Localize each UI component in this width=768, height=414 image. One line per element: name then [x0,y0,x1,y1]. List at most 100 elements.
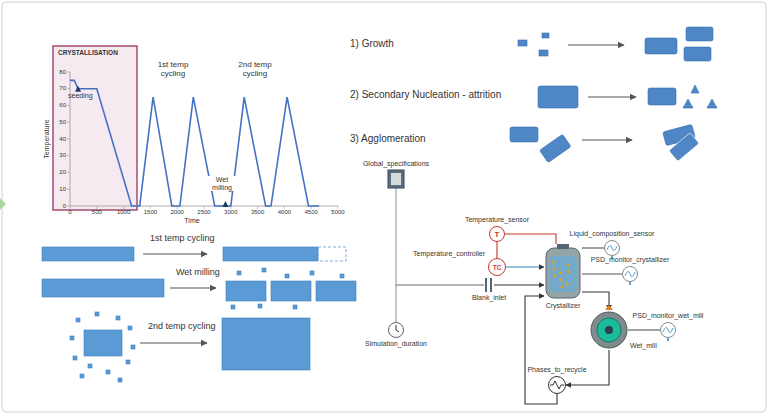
vessel-part [553,268,556,271]
y-tick [67,155,70,156]
wet-milling-marker [222,201,228,207]
tick-label: 1000 [117,209,130,216]
y-tick [67,139,70,140]
tick-label: 20 [59,169,66,176]
x-tick [230,206,231,209]
mon-part [625,271,635,276]
stream-line [582,292,609,310]
mill-part [597,318,621,342]
tick-label: 70 [59,85,66,92]
mon-icon [604,240,620,256]
tick-label: 1500 [144,209,157,216]
dashed-growth [318,247,346,261]
stream-line [582,273,622,274]
vessel-part [568,271,571,274]
y-tick [67,105,70,106]
bars-icon [484,278,494,292]
x-tick [311,206,312,209]
box-part [391,173,401,185]
vessel-part [549,256,577,292]
tick-label: 10 [59,186,66,193]
vessel-part [561,286,564,289]
tick-label: 2500 [197,209,210,216]
tick-label: 0 [68,209,71,216]
flowsheet-unit: PSD_monitor_wet_mill [660,322,676,338]
x-tick [177,206,178,209]
circ-part [490,227,505,242]
annotation: 2nd temp cycling [229,61,281,79]
flowsheet-unit: Wet_mill [590,310,628,350]
unit-label: Liquid_composition_sensor [570,230,655,238]
hx-part [549,377,566,394]
stream-line [628,329,660,330]
step-label: 2nd temp cycling [148,322,216,332]
vessel-icon [544,244,582,300]
mon-part [629,282,631,285]
tick-label: 3500 [251,209,264,216]
unit-symbol: TC [488,258,506,276]
seeding-marker [75,86,81,92]
unit-label: Phases_to_recycle [527,366,586,374]
annotation: Wet milling [206,176,238,191]
mill-icon [590,310,628,350]
mon-part [605,241,620,256]
y-tick [67,72,70,73]
stream-line [396,285,484,322]
flowsheet-unit: Liquid_composition_sensor [604,240,620,256]
x-tick [96,206,97,209]
vessel-part [557,244,569,249]
stream-line [505,234,556,244]
tick-label: 30 [59,152,66,159]
x-tick [123,206,124,209]
x-tick [284,206,285,209]
mechanism-label: 1) Growth [350,38,394,49]
circ-part [489,259,506,276]
flowsheet-unit: Temperature_controllerTC [488,258,506,276]
y-tick [67,206,70,207]
y-tick [67,189,70,190]
mill-part [605,326,613,334]
mon-part [663,327,673,332]
tick-label: 4000 [278,209,291,216]
flowsheet-unit: Simulation_duration [388,322,404,338]
mechanism-label: 3) Agglomeration [350,133,426,144]
tick-label: 0 [63,203,66,210]
tick-label: 60 [59,102,66,109]
unit-label: Global_specifications [363,160,429,168]
unit-symbol: T [489,226,505,242]
vessel-part [567,264,570,267]
axis-title: Time [184,217,199,225]
axis-title: Temperature [43,119,51,158]
unit-label: PSD_monitor_wet_mill [633,312,704,320]
x-tick [204,206,205,209]
region-title: CRYSTALLISATION [58,49,118,56]
tick-label: 40 [59,136,66,143]
hx-part [550,381,564,389]
tick-label: 80 [59,69,66,76]
mon-icon [660,322,676,338]
tick-label: 2000 [171,209,184,216]
stream-line [582,247,604,248]
annotation: seeding [68,92,93,100]
flowsheet-unit: Blank_inlet [484,278,494,292]
flowsheet-unit: PSD_monitor_crystallizer [622,266,638,282]
unit-label: Simulation_duration [365,340,427,348]
tick-label: 5000 [331,209,344,216]
x-tick [338,206,339,209]
mon-icon [622,266,638,282]
annotation: 1st temp cycling [147,61,199,79]
vessel-part [566,283,569,286]
stream-line [496,242,497,258]
flowsheet-unit: Temperature_sensorT [489,226,505,242]
vessel-part [560,279,563,282]
unit-label: Crystallizer [546,302,581,310]
step-label: 1st temp cycling [150,234,215,244]
unit-label: Temperature_sensor [465,216,529,224]
unit-label: Wet_mill [630,342,657,350]
crystallisation-region [53,46,137,210]
mon-part [667,338,669,341]
vessel-part [554,275,557,278]
clock-part [396,325,399,332]
